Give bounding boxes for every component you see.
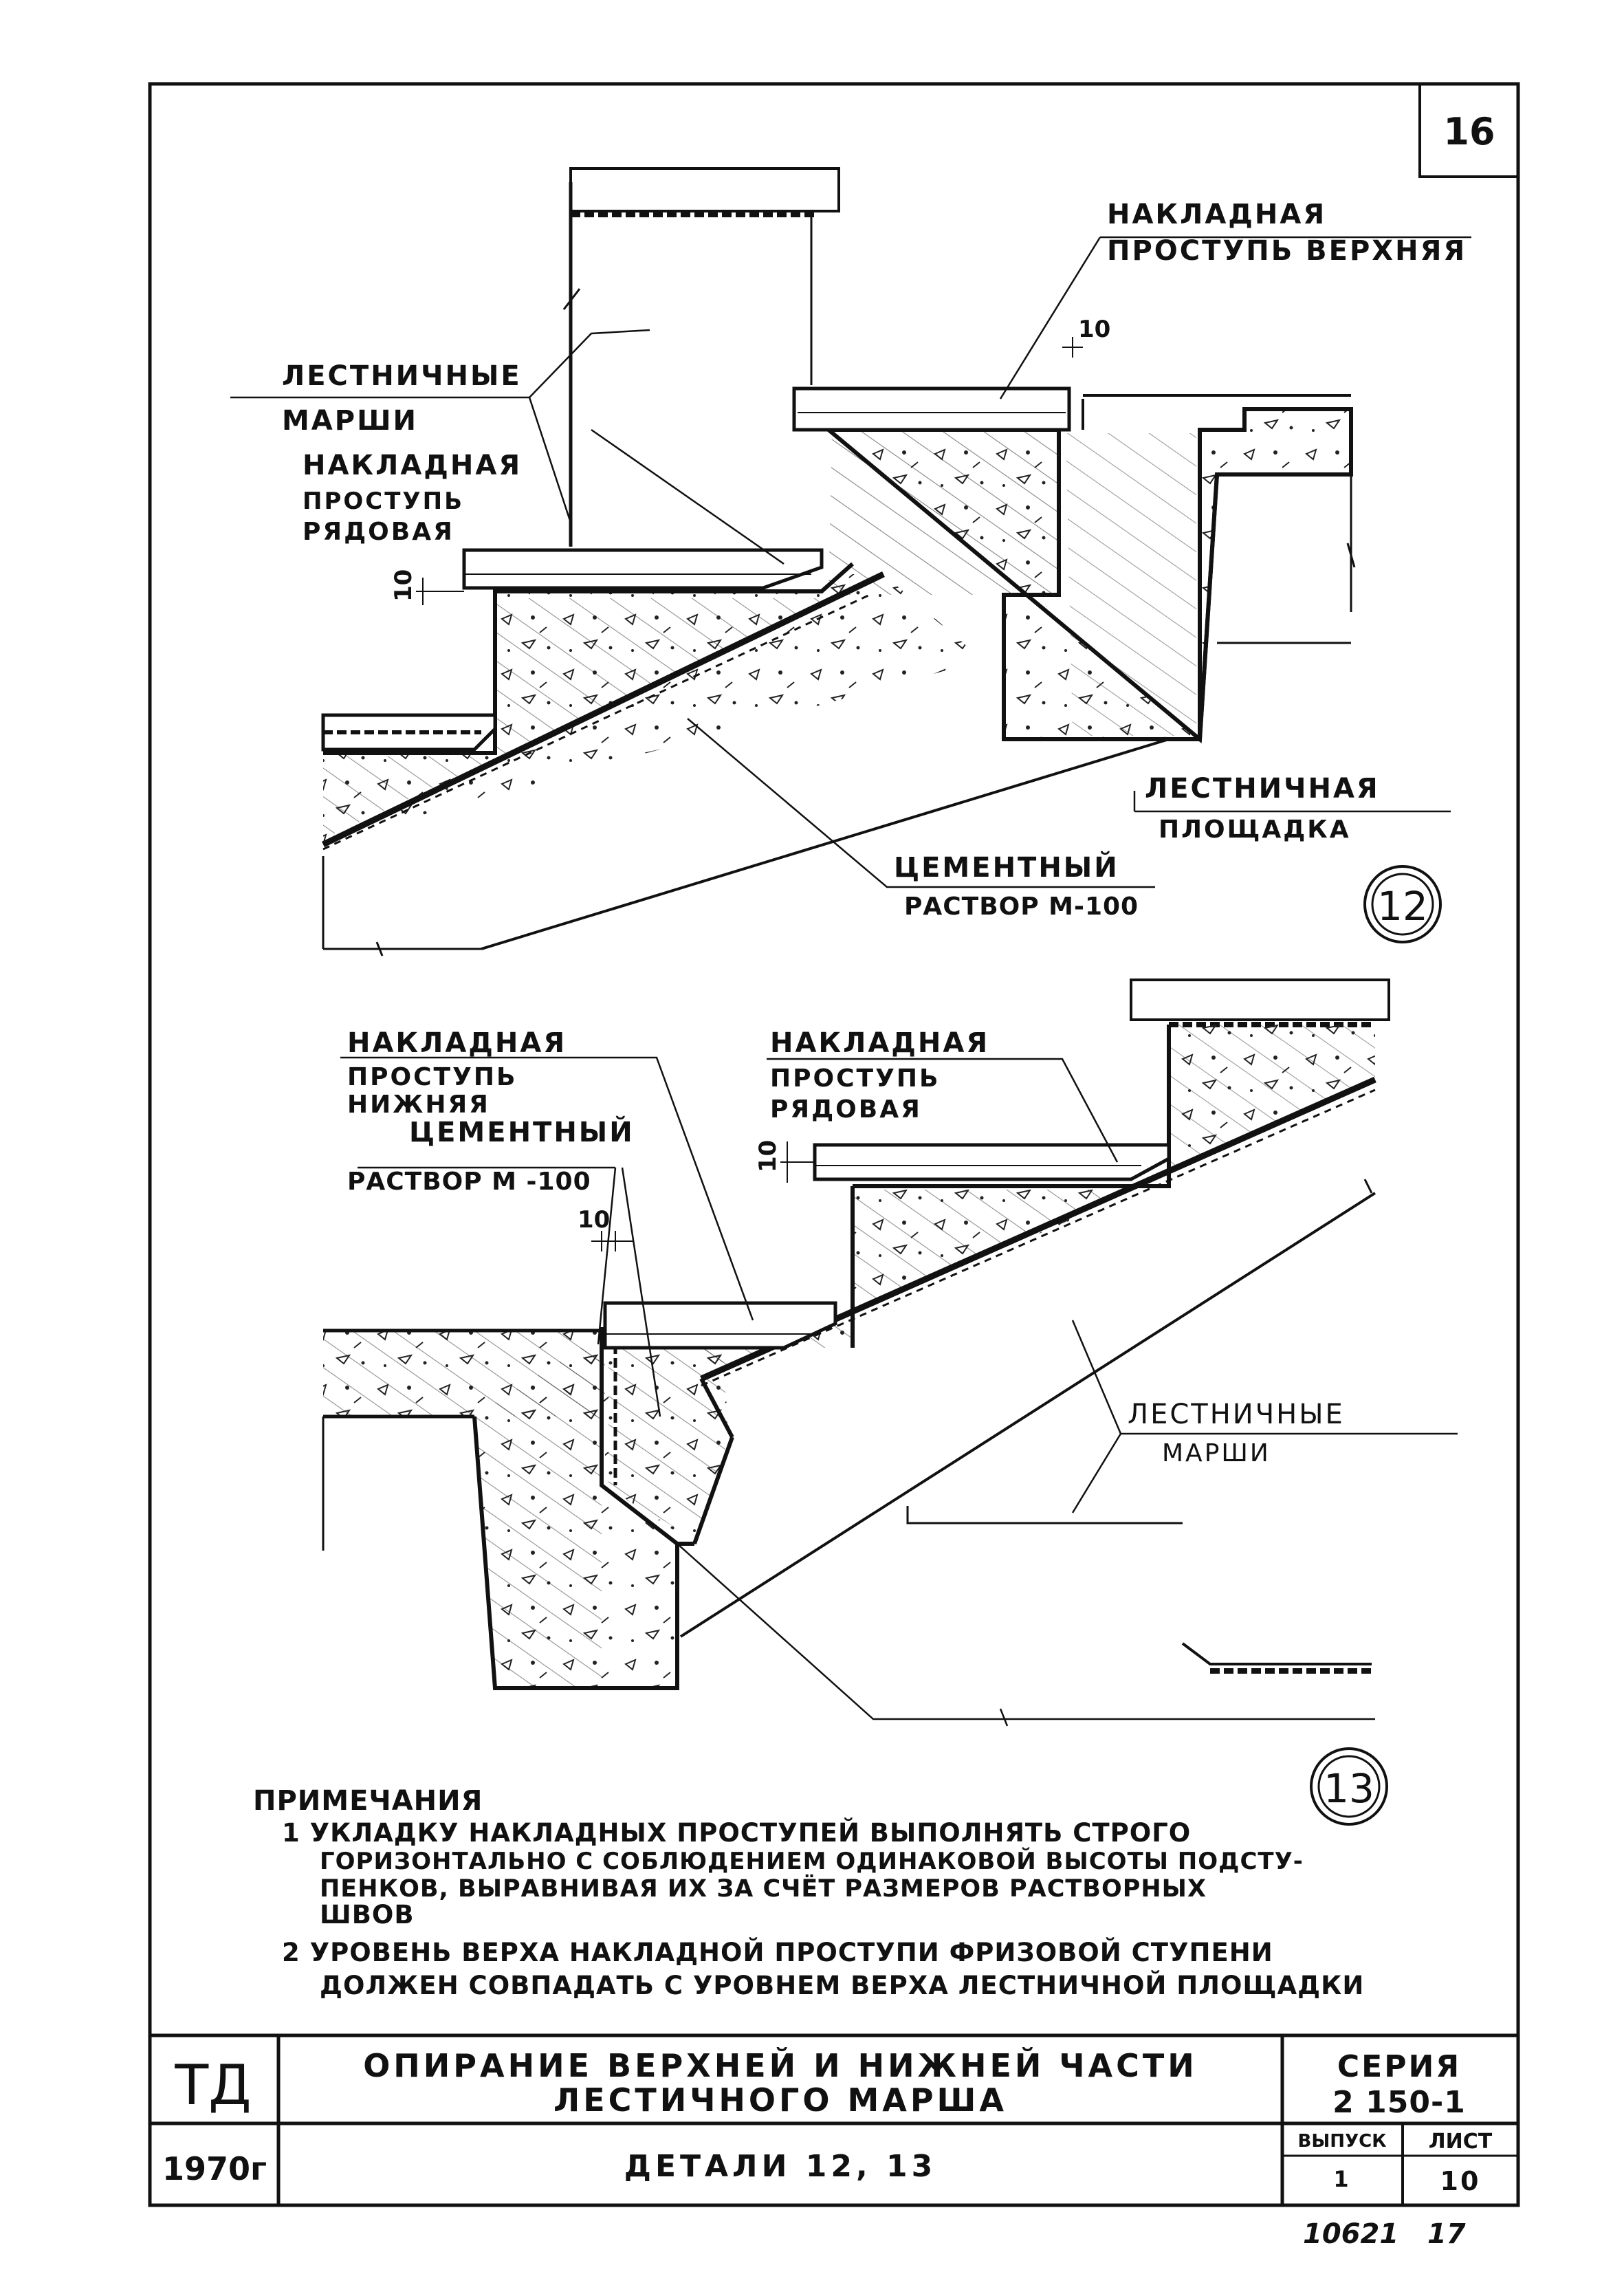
- dim-left-12: 10: [390, 569, 417, 602]
- label-row-tread-13-3: РЯДОВАЯ: [770, 1095, 922, 1124]
- label-flights-2: МАРШИ: [282, 405, 418, 437]
- note-2-line-2: ДОЛЖЕН СОВПАДАТЬ С УРОВНЕМ ВЕРХА ЛЕСТНИЧ…: [320, 1970, 1364, 2000]
- label-flights-13-1: ЛЕСТНИЧНЫЕ: [1128, 1399, 1345, 1430]
- detail-12-labels: НАКЛАДНАЯ ПРОСТУПЬ ВЕРХНЯЯ ЛЕСТНИЧНЫЕ МА…: [282, 199, 1467, 921]
- label-flights-13-2: МАРШИ: [1162, 1439, 1271, 1467]
- sheet-number: 16: [1443, 110, 1495, 153]
- label-row-tread-13-1: НАКЛАДНАЯ: [770, 1027, 989, 1059]
- detail-13-marker: 13: [1310, 1747, 1388, 1826]
- notes: ПРИМЕЧАНИЯ 1 УКЛАДКУ НАКЛАДНЫХ ПРОСТУПЕЙ…: [253, 1785, 1364, 2000]
- detail-12-number: 12: [1377, 883, 1428, 930]
- archive-number: 10621 17: [1303, 2218, 1466, 2250]
- label-flights-1: ЛЕСТНИЧНЫЕ: [282, 360, 522, 392]
- label-landing-1: ЛЕСТНИЧНАЯ: [1145, 773, 1380, 805]
- note-2-line-1: 2 УРОВЕНЬ ВЕРХА НАКЛАДНОЙ ПРОСТУПИ ФРИЗО…: [282, 1937, 1273, 1967]
- dim-top-12: 10: [1078, 316, 1110, 343]
- label-mortar-12-2: РАСТВОР М-100: [904, 893, 1139, 921]
- label-landing-2: ПЛОЩАДКА: [1159, 816, 1351, 844]
- dim-gap-13: 10: [578, 1206, 610, 1234]
- drawing-title-line-2: ЛЕСТИЧНОГО МАРША: [553, 2081, 1007, 2119]
- drawing-subtitle: ДЕТАЛИ 12, 13: [624, 2149, 937, 2184]
- label-row-tread-1: НАКЛАДНАЯ: [303, 450, 522, 481]
- note-1-line-4: ШВОВ: [320, 1900, 415, 1929]
- label-mortar-13-2: РАСТВОР М -100: [347, 1168, 591, 1196]
- org-mark: ТД: [174, 2053, 251, 2117]
- notes-heading: ПРИМЕЧАНИЯ: [253, 1785, 483, 1817]
- note-1-line-1: 1 УКЛАДКУ НАКЛАДНЫХ ПРОСТУПЕЙ ВЫПОЛНЯТЬ …: [282, 1817, 1191, 1848]
- detail-13-labels: НАКЛАДНАЯ ПРОСТУПЬ НИЖНЯЯ ЦЕМЕНТНЫЙ РАСТ…: [347, 1027, 1345, 1467]
- label-bottom-tread-3: НИЖНЯЯ: [347, 1091, 490, 1119]
- series-value: 2 150-1: [1332, 2085, 1466, 2120]
- detail-12-drawing: [230, 167, 1471, 956]
- detail-13-drawing: [322, 979, 1458, 1727]
- label-row-tread-13-2: ПРОСТУПЬ: [770, 1064, 940, 1093]
- issue-label: ВЫПУСК: [1298, 2131, 1387, 2152]
- detail-12-marker: 12: [1363, 865, 1442, 943]
- note-1-line-3: ПЕНКОВ, ВЫРАВНИВАЯ ИХ ЗА СЧЁТ РАЗМЕРОВ Р…: [320, 1874, 1207, 1903]
- dim-riser-13: 10: [754, 1140, 782, 1172]
- label-row-tread-3: РЯДОВАЯ: [303, 518, 454, 546]
- note-1-line-2: ГОРИЗОНТАЛЬНО С СОБЛЮДЕНИЕМ ОДИНАКОВОЙ В…: [320, 1847, 1304, 1875]
- label-row-tread-2: ПРОСТУПЬ: [303, 488, 464, 515]
- label-mortar-13-1: ЦЕМЕНТНЫЙ: [409, 1115, 635, 1148]
- sheet-value: 10: [1440, 2166, 1481, 2196]
- label-mortar-12-1: ЦЕМЕНТНЫЙ: [894, 851, 1119, 884]
- year: 1970г: [162, 2150, 267, 2187]
- series-label: СЕРИЯ: [1337, 2049, 1461, 2084]
- issue-value: 1: [1333, 2166, 1350, 2192]
- label-top-tread-2: ПРОСТУПЬ ВЕРХНЯЯ: [1107, 235, 1467, 267]
- sheet-label: ЛИСТ: [1429, 2130, 1493, 2154]
- label-bottom-tread-1: НАКЛАДНАЯ: [347, 1027, 567, 1059]
- drawing-title-line-1: ОПИРАНИЕ ВЕРХНЕЙ И НИЖНЕЙ ЧАСТИ: [363, 2047, 1198, 2084]
- label-bottom-tread-2: ПРОСТУПЬ: [347, 1063, 517, 1091]
- detail-13-number: 13: [1324, 1765, 1374, 1812]
- label-top-tread-1: НАКЛАДНАЯ: [1107, 199, 1326, 230]
- title-block: [150, 2033, 1518, 2207]
